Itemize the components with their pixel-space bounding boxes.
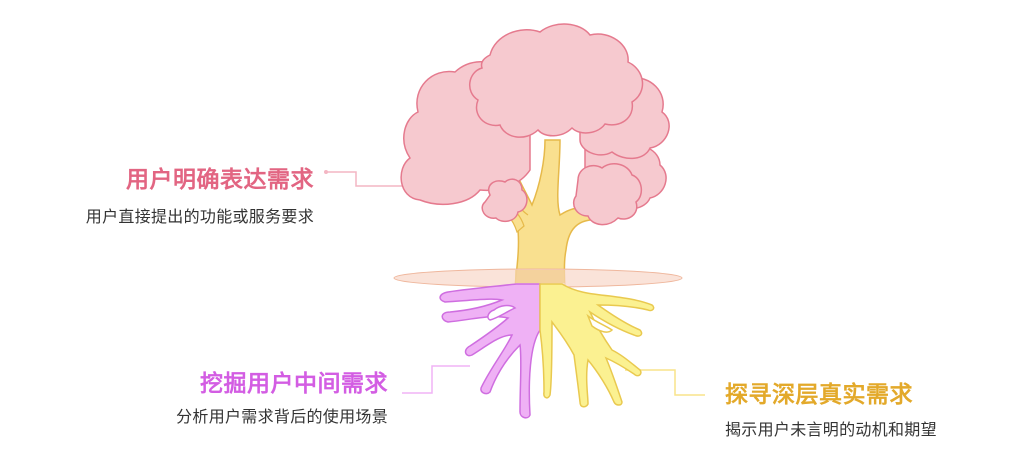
connector-explicit: [324, 170, 402, 187]
explicit-needs-description: 用户直接提出的功能或服务要求: [85, 207, 314, 226]
connector-deep: [625, 369, 705, 396]
intermediate-needs-title: 挖掘用户中间需求: [200, 371, 388, 397]
tree-canopy: [400, 23, 670, 226]
roots-left: [439, 283, 541, 419]
connector-intermediate: [402, 365, 470, 394]
roots-right: [539, 283, 655, 408]
explicit-needs-title: 用户明确表达需求: [126, 167, 314, 193]
deep-needs-title: 探寻深层真实需求: [725, 382, 913, 408]
trunk-ground-band: [515, 270, 565, 283]
deep-needs-description: 揭示用户未言明的动机和期望: [725, 420, 937, 439]
intermediate-needs-description: 分析用户需求背后的使用场景: [176, 407, 388, 426]
